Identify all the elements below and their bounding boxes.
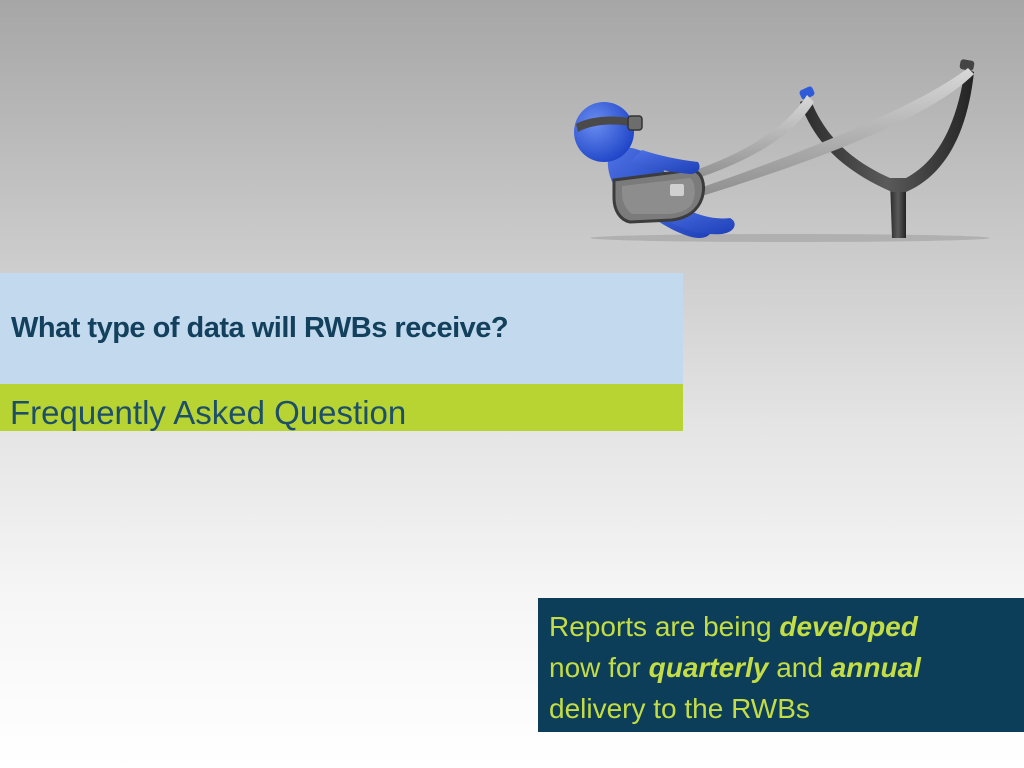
answer-text: now for bbox=[549, 652, 649, 683]
figure-head bbox=[574, 102, 634, 162]
answer-text: and bbox=[768, 652, 831, 683]
answer-text: delivery to the RWBs bbox=[549, 693, 810, 724]
rubber-band-right bbox=[700, 68, 974, 196]
figure-goggles bbox=[576, 116, 638, 132]
slide-title: What type of data will RWBs receive? bbox=[11, 312, 509, 344]
answer-text: Reports are being bbox=[549, 611, 780, 642]
answer-line-2: now for quarterly and annual bbox=[549, 647, 1014, 688]
ground-shadow bbox=[590, 234, 990, 242]
answer-emphasis-developed: developed bbox=[779, 611, 918, 642]
title-band bbox=[0, 273, 683, 384]
answer-line-1: Reports are being developed bbox=[549, 606, 1014, 647]
answer-emphasis-quarterly: quarterly bbox=[648, 652, 769, 683]
rubber-band-left bbox=[690, 95, 814, 180]
slingshot-stem bbox=[890, 180, 906, 238]
answer-emphasis-annual: annual bbox=[830, 652, 921, 683]
answer-line-3: delivery to the RWBs bbox=[549, 688, 1014, 729]
answer-box: Reports are being developed now for quar… bbox=[538, 598, 1024, 732]
figure-arms bbox=[630, 150, 700, 174]
slide-subtitle: Frequently Asked Question bbox=[10, 394, 407, 431]
subtitle-band bbox=[0, 384, 683, 431]
slingshot-figure-icon bbox=[574, 59, 990, 242]
slingshot-fork bbox=[800, 68, 974, 192]
